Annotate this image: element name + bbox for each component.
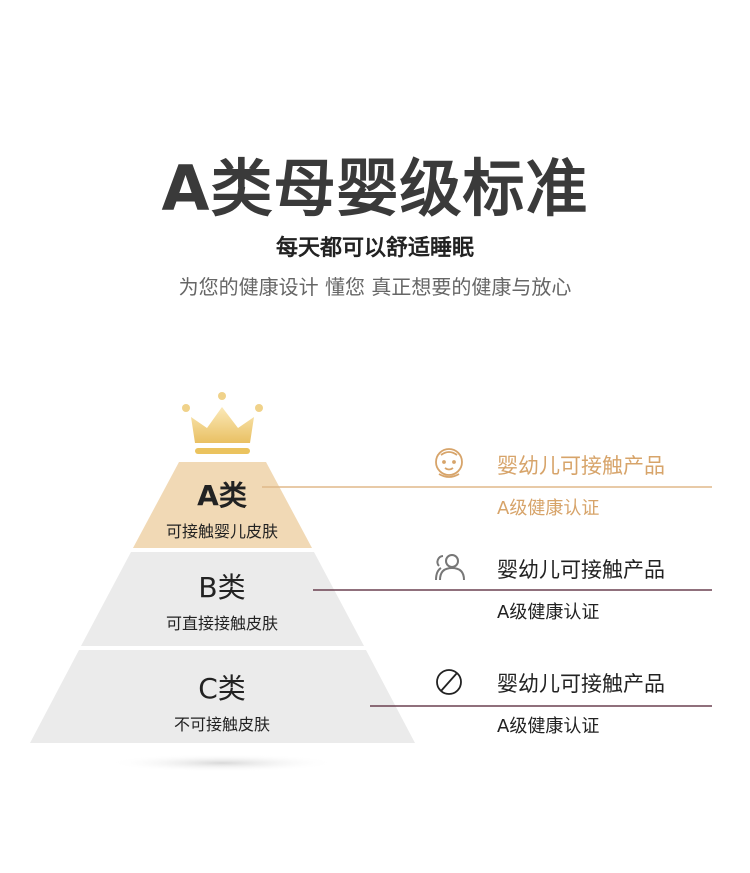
tier-b-desc: 可直接接触皮肤 [165, 614, 278, 633]
tier-c-desc: 不可接触皮肤 [173, 715, 270, 734]
tier-a-shape [133, 462, 312, 548]
page-title: A类母婴级标准 [161, 152, 589, 225]
tier-c: C类 不可接触皮肤 [122, 667, 322, 735]
pyramid-shadow [107, 754, 337, 772]
legend-a-cert: A级健康认证 [497, 498, 600, 519]
crown-icon [182, 392, 263, 454]
legend-a-product: 婴幼儿可接触产品 [497, 454, 665, 478]
tier-b-grade: B类 [198, 571, 246, 604]
users-icon [435, 554, 465, 581]
tier-c-grade: C类 [198, 672, 246, 705]
tier-b: B类 可直接接触皮肤 [122, 566, 322, 634]
legend-b-cert: A级健康认证 [497, 602, 600, 623]
tier-a: A类 可接触婴儿皮肤 [122, 474, 322, 542]
baby-face-icon [435, 448, 463, 478]
tier-a-desc: 可接触婴儿皮肤 [165, 522, 278, 541]
tier-a-grade: A类 [197, 479, 247, 512]
tier-c-shape [30, 650, 415, 743]
subtitle: 每天都可以舒适睡眠 [275, 236, 474, 261]
tier-b-shape [81, 552, 364, 646]
prohibited-icon [436, 669, 462, 695]
legend-c-product: 婴幼儿可接触产品 [497, 672, 665, 696]
legend-b-product: 婴幼儿可接触产品 [497, 558, 665, 582]
legend-c-cert: A级健康认证 [497, 716, 600, 737]
tagline: 为您的健康设计 懂您 真正想要的健康与放心 [178, 275, 572, 299]
